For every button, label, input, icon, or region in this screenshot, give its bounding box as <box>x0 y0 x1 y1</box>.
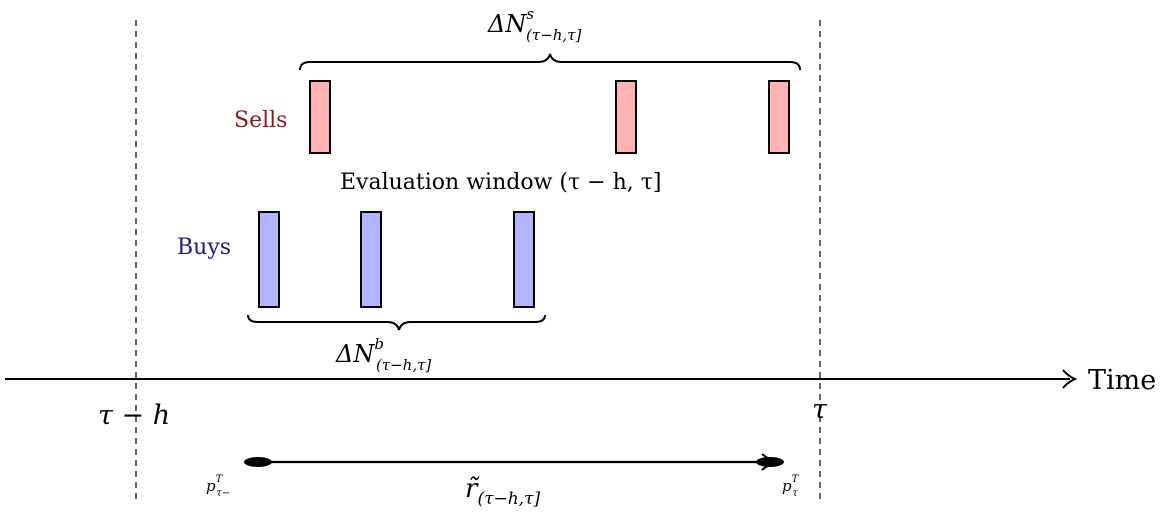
sell-bar <box>309 80 331 154</box>
time-axis-label: Time <box>1088 365 1156 396</box>
tau-minus-h-label: τ − h <box>98 400 170 431</box>
buy-bar <box>258 211 280 308</box>
buy-bar <box>513 211 535 308</box>
sells-brace <box>299 53 801 71</box>
evaluation-window-caption: Evaluation window (τ − h, τ] <box>340 170 661 195</box>
time-axis-arrowhead <box>1062 369 1078 389</box>
tau-label: τ <box>812 394 828 425</box>
delta-n-sells-label: ΔNs(τ−h,τ] <box>487 5 581 44</box>
return-label: r̃(τ−h,τ] <box>465 474 540 509</box>
sells-label: Sells <box>234 108 287 133</box>
buys-brace <box>247 314 546 331</box>
price-end-dot <box>756 457 784 467</box>
sell-bar <box>615 80 637 154</box>
return-arrowhead <box>761 453 779 471</box>
buys-label: Buys <box>177 235 231 260</box>
buy-bar <box>360 211 382 308</box>
sell-bar <box>768 80 790 154</box>
delta-n-buys-label: ΔNb(τ−h,τ] <box>335 335 431 374</box>
